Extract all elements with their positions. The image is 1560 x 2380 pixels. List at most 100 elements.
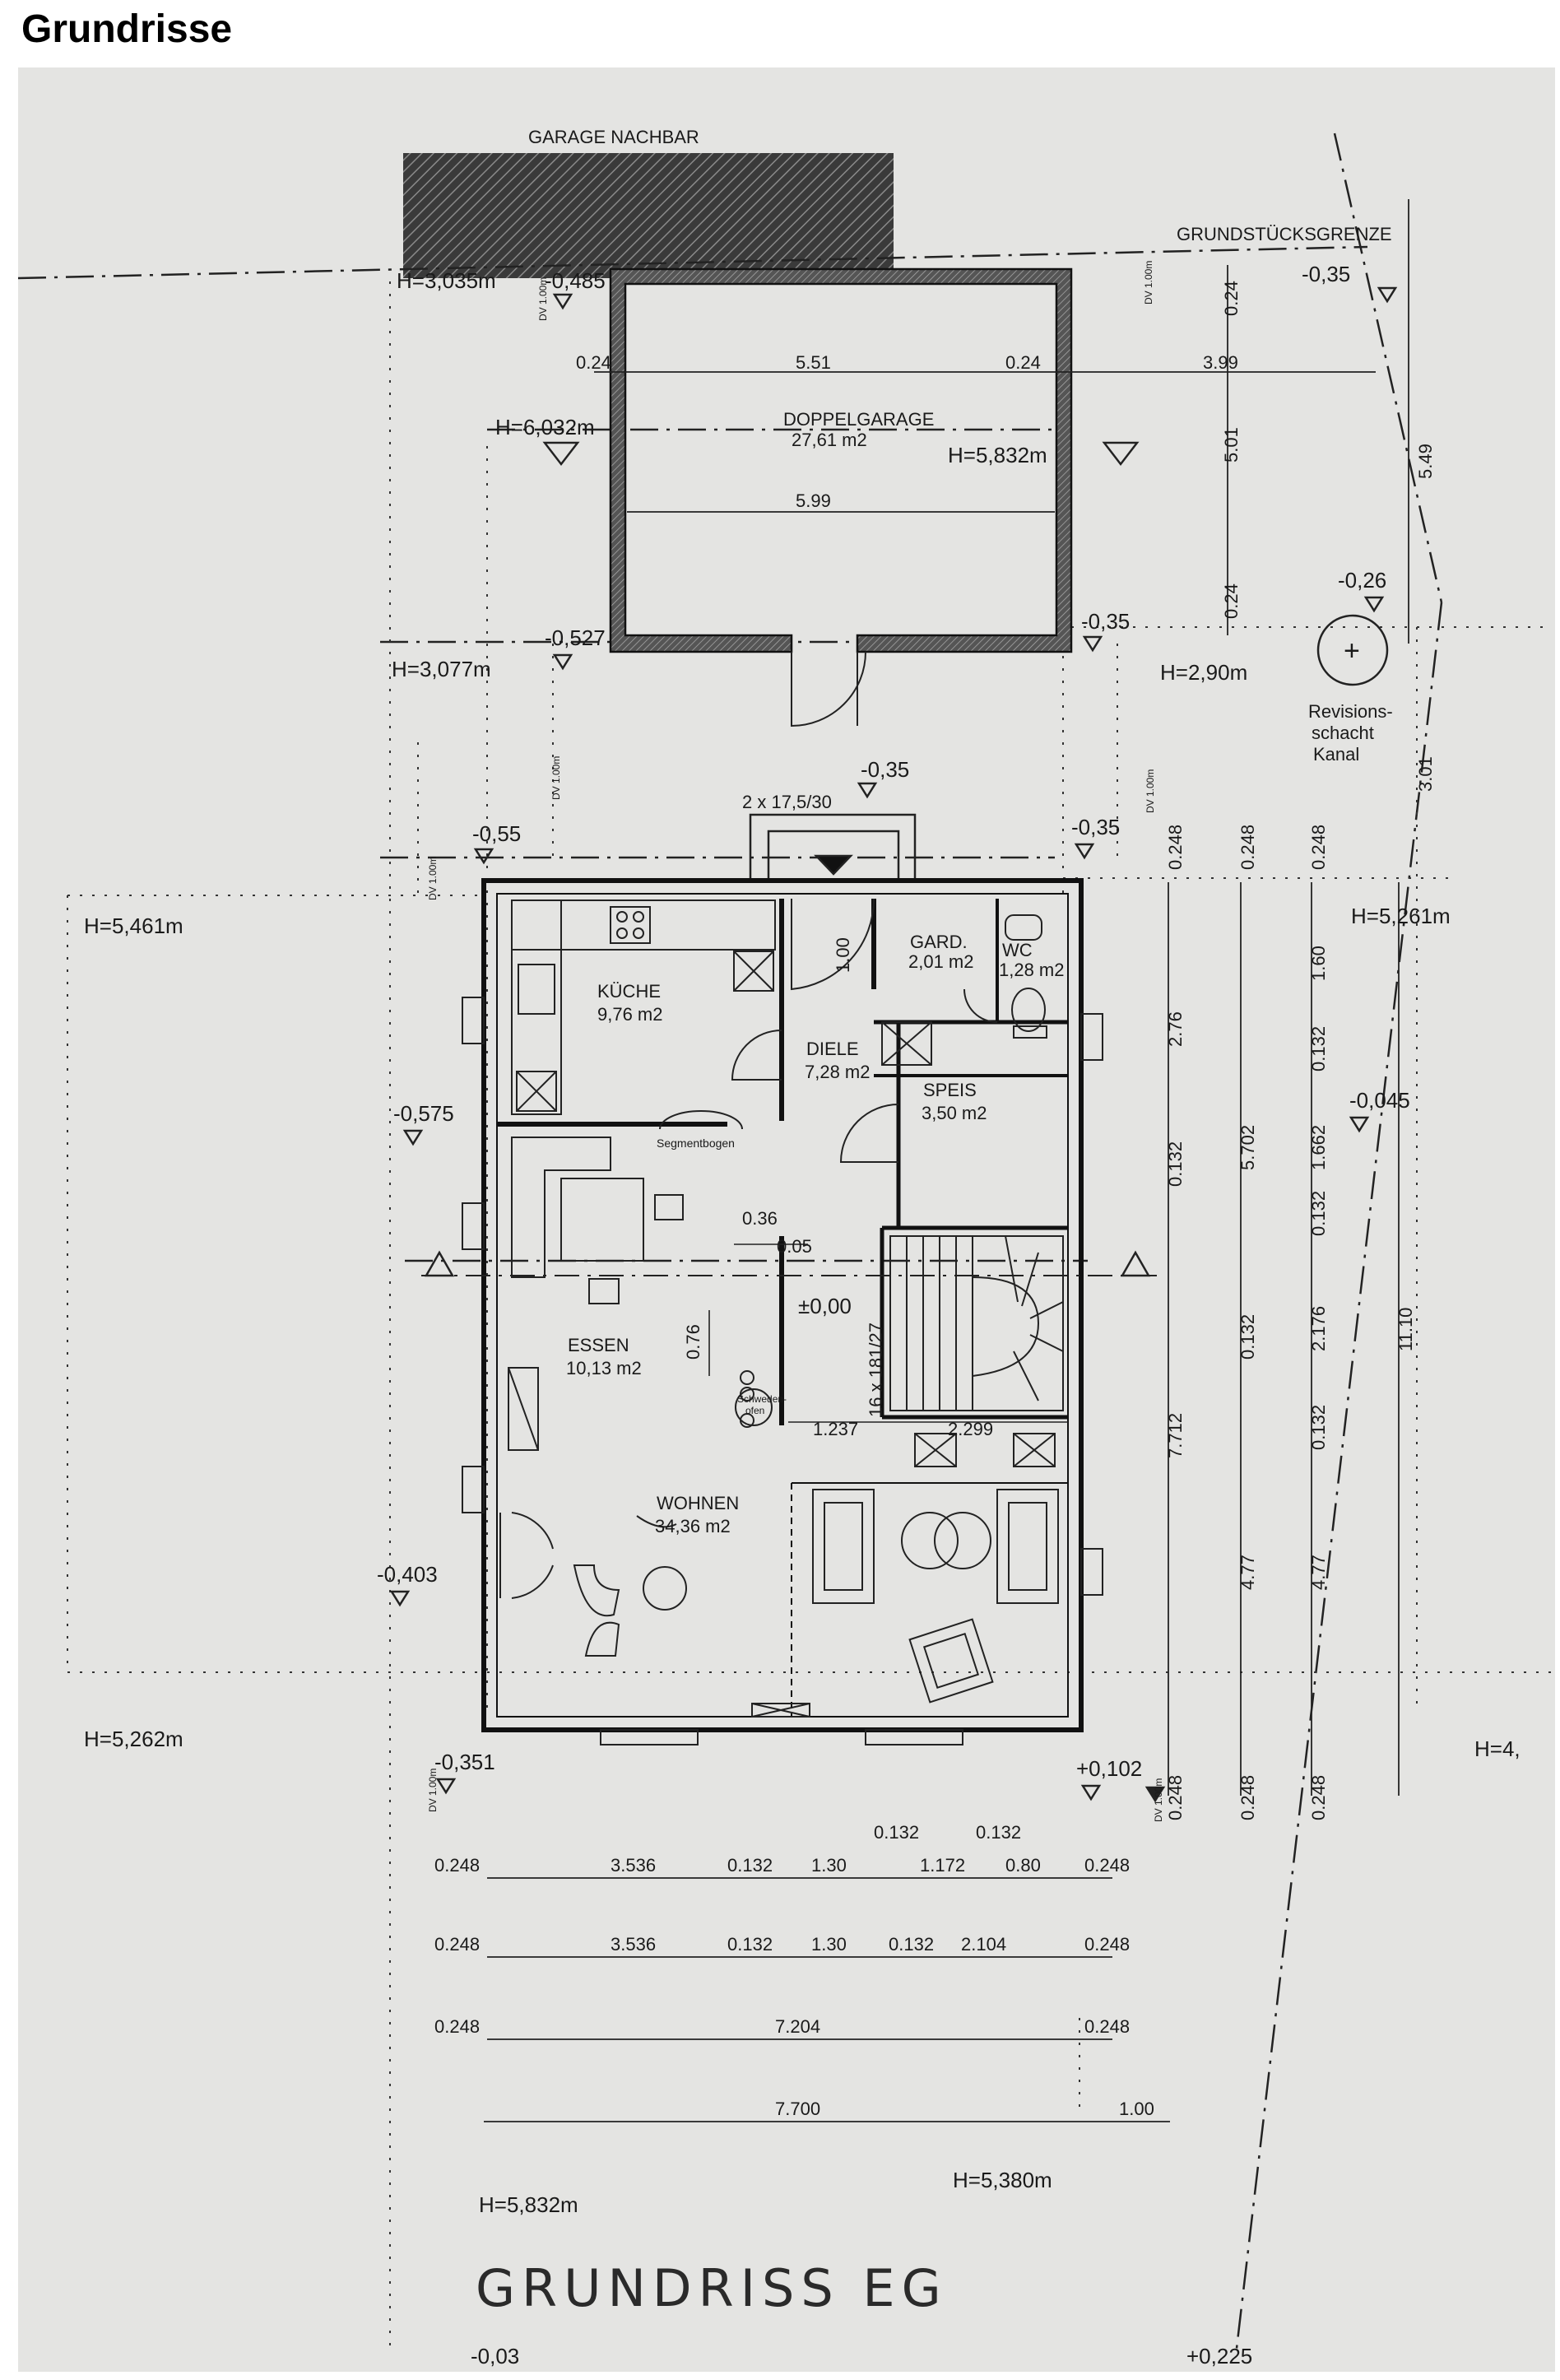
dim-036: 0.36 xyxy=(742,1208,778,1229)
window-marks xyxy=(462,997,1103,1745)
elev-m-035-c: -0,35 xyxy=(861,757,909,782)
double-garage xyxy=(609,267,1073,727)
house-walls xyxy=(481,878,1084,1732)
plan-title: GRUNDRISS EG xyxy=(476,2258,948,2318)
dim-b2-5: 2.104 xyxy=(961,1934,1006,1955)
level-h-5461: H=5,461m xyxy=(84,913,183,938)
dim-garage-024-mid: 0.24 xyxy=(1005,352,1041,373)
dim-garage-399: 3.99 xyxy=(1203,352,1238,373)
level-h-5261: H=5,261m xyxy=(1351,904,1451,928)
dim-r2-1: 5.702 xyxy=(1237,1125,1258,1170)
label-dv-6: DV 1.00m xyxy=(427,1769,439,1812)
dim-r3-2: 0.132 xyxy=(1308,1026,1329,1071)
dim-b1-0: 0.248 xyxy=(434,1855,480,1876)
dim-garage-024-bot: 0.24 xyxy=(1221,583,1242,619)
room-diele-name: DIELE xyxy=(806,1039,859,1059)
room-kueche-name: KÜCHE xyxy=(597,981,661,1002)
dim-r2-3: 4.77 xyxy=(1237,1555,1258,1590)
dim-b2-6: 0.248 xyxy=(1084,1934,1130,1955)
dim-b1-4: 1.172 xyxy=(920,1855,965,1876)
dim-b2-0: 0.248 xyxy=(434,1934,480,1955)
dim-r2-0: 0.248 xyxy=(1237,825,1258,870)
revision-shaft-plus: + xyxy=(1344,635,1360,667)
dim-garage-024-top: 0.24 xyxy=(1221,281,1242,316)
elev-p-0102: +0,102 xyxy=(1076,1756,1142,1781)
dim-b2-1: 3.536 xyxy=(611,1934,656,1955)
dim-1237: 1.237 xyxy=(813,1419,858,1439)
staircase xyxy=(889,1235,1064,1467)
bottom-dim-lines xyxy=(484,1877,1170,2122)
level-h-5832: H=5,832m xyxy=(948,443,1047,467)
page-heading: Grundrisse xyxy=(21,7,233,51)
dim-r2-4: 0.248 xyxy=(1237,1775,1258,1820)
room-wohnen-name: WOHNEN xyxy=(657,1493,739,1513)
room-gard-name: GARD. xyxy=(910,932,968,952)
dim-076: 0.76 xyxy=(683,1324,703,1360)
label-dv-7: DV 1.00m xyxy=(1153,1778,1164,1822)
dim-b4-0: 7.700 xyxy=(775,2099,820,2119)
interior-dim-lines xyxy=(708,1243,1068,1423)
elev-m-035-a: -0,35 xyxy=(1302,262,1350,286)
elev-m-035-d: -0,35 xyxy=(1071,815,1120,839)
label-segmentbogen: Segmentbogen xyxy=(657,1137,735,1150)
elev-m-035-b: -0,35 xyxy=(1081,609,1130,634)
dim-b3-0: 0.248 xyxy=(434,2016,480,2037)
dim-garage-551: 5.51 xyxy=(796,352,831,373)
dim-b1-1: 3.536 xyxy=(611,1855,656,1876)
dim-r1-0: 0.248 xyxy=(1165,825,1186,870)
dim-r3-6: 0.132 xyxy=(1308,1405,1329,1450)
room-doppelgarage-name: DOPPELGARAGE xyxy=(783,409,934,430)
room-wc-name: WC xyxy=(1002,940,1033,960)
garage-dim-lines xyxy=(594,199,1409,644)
elev-m-0045: -0,045 xyxy=(1349,1088,1410,1113)
elev-m-0403: -0,403 xyxy=(377,1562,438,1587)
room-diele-area: 7,28 m2 xyxy=(805,1062,871,1082)
label-dv-4: DV 1.00m xyxy=(1144,769,1156,813)
dim-2299: 2.299 xyxy=(948,1419,993,1439)
dim-b1-6: 0.248 xyxy=(1084,1855,1130,1876)
level-h-6032: H=6,032m xyxy=(495,415,595,439)
section-markers xyxy=(424,441,1151,1277)
living-furniture xyxy=(499,1489,1059,1718)
elev-p-0225: +0,225 xyxy=(1186,2344,1252,2368)
dim-r3-3: 1.662 xyxy=(1308,1125,1329,1170)
dim-garage-599: 5.99 xyxy=(796,490,831,511)
dim-r2-2: 0.132 xyxy=(1237,1314,1258,1360)
dim-garage-501: 5.01 xyxy=(1221,427,1242,463)
room-kueche-area: 9,76 m2 xyxy=(597,1004,663,1025)
room-wohnen-area: 34,36 m2 xyxy=(655,1516,731,1536)
room-gard-area: 2,01 m2 xyxy=(908,951,974,972)
label-schwedenofen-2: ofen xyxy=(745,1405,764,1416)
level-h-5380: H=5,380m xyxy=(953,2168,1052,2192)
elev-m-0575: -0,575 xyxy=(393,1101,454,1126)
elev-m-003: -0,03 xyxy=(471,2344,519,2368)
room-essen-name: ESSEN xyxy=(568,1335,629,1355)
elev-m-0485: -0,485 xyxy=(545,268,606,293)
elev-m-0527: -0,527 xyxy=(545,625,606,650)
level-h-290: H=2,90m xyxy=(1160,660,1247,685)
dim-b2-4: 0.132 xyxy=(889,1934,934,1955)
level-h-3077: H=3,077m xyxy=(392,657,491,681)
construction-lines xyxy=(67,281,1557,2347)
dim-r3-1: 1.60 xyxy=(1308,946,1329,981)
dim-b4-1: 1.00 xyxy=(1119,2099,1154,2119)
dim-b2-3: 1.30 xyxy=(811,1934,847,1955)
room-speis-area: 3,50 m2 xyxy=(922,1103,987,1123)
label-grundstuecksgrenze: GRUNDSTÜCKSGRENZE xyxy=(1177,224,1392,244)
speis-door-swing xyxy=(839,1104,899,1163)
dim-b1-5: 0.80 xyxy=(1005,1855,1041,1876)
elev-m-055: -0,55 xyxy=(472,821,521,846)
dim-b-top-1: 0.132 xyxy=(976,1822,1021,1843)
boundary-lines xyxy=(17,132,1443,2356)
dim-005: 0.05 xyxy=(777,1236,812,1257)
label-dv-3: DV 1.00m xyxy=(550,756,562,800)
dim-diele-100: 1.00 xyxy=(833,937,853,973)
dim-r1-2: 0.132 xyxy=(1165,1141,1186,1187)
label-dv-2: DV 1.00m xyxy=(1143,261,1154,304)
wc-fixtures xyxy=(881,914,1047,1066)
room-speis-name: SPEIS xyxy=(923,1080,977,1100)
level-h-3035: H=3,035m xyxy=(397,268,496,293)
dim-r3-4: 0.132 xyxy=(1308,1191,1329,1236)
floor-plan-sheet: GARAGE NACHBAR GRUNDSTÜCKSGRENZE DOPPELG… xyxy=(17,67,1557,2372)
label-garage-nachbar: GARAGE NACHBAR xyxy=(528,127,699,147)
